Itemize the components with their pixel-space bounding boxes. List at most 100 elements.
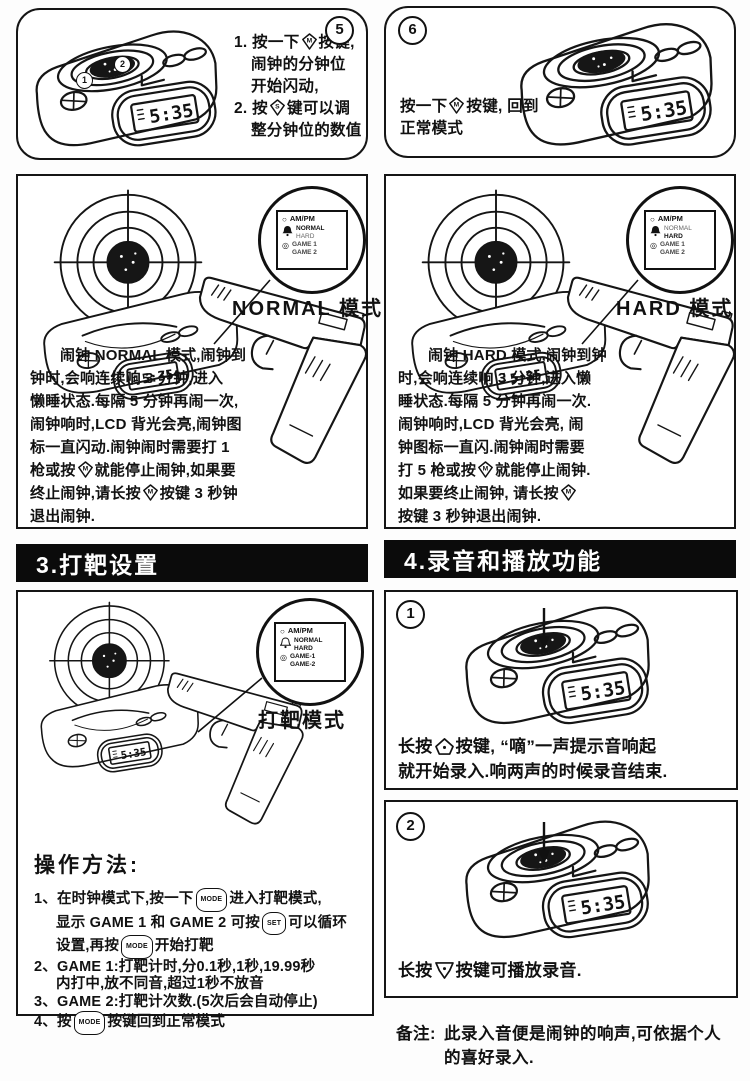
clock-figure: 5:35	[446, 810, 672, 950]
bell-icon	[650, 226, 661, 237]
instruction-line: 时,会响连续响 3 分钟,进入懒	[398, 370, 592, 387]
footnote-line: 此录入音便是闹钟的响声,可依据个人	[444, 1025, 722, 1043]
clock-figure: 5:35	[446, 596, 672, 736]
svg-text:M: M	[306, 37, 312, 44]
instruction-line: 闹钟响时,LCD 背光会亮,闹钟图	[30, 416, 242, 433]
gun-illustration	[198, 276, 368, 464]
game-icon: ◎	[650, 241, 657, 250]
play-step2-box: 2	[384, 800, 738, 998]
svg-text:M: M	[483, 465, 489, 472]
ampm-icon: ○	[280, 627, 285, 636]
footnote: 备注: 此录入音便是闹钟的响声,可依据个人 的喜好录入.	[396, 1022, 740, 1070]
front-face	[96, 733, 163, 773]
instruction-line: 钟图标一直闪.闹钟闹时需要	[398, 439, 585, 456]
instruction-line: 2、GAME 1:打靶计时,分0.1秒,1秒,19.99秒	[34, 958, 316, 975]
normal-mode-description: 闹钟 NORMAL 模式,闹钟到 钟时,会响连续响 3 分钟,进入 懒睡状态.每…	[30, 344, 246, 528]
front-face	[111, 80, 217, 147]
down-key-icon	[434, 962, 454, 979]
top-buttons	[162, 47, 207, 68]
top-buttons	[528, 325, 567, 343]
game1-label: GAME-1	[289, 653, 316, 660]
instruction-line: 按键 3 秒钟退出闹钟.	[398, 508, 542, 525]
instruction-line: 懒睡状态.每隔 5 分钟再闹一次,	[30, 393, 239, 410]
panel-step6: 6	[384, 6, 736, 158]
m-key-icon: M	[449, 97, 465, 114]
alarm-clock-illustration: 5:35	[35, 30, 218, 147]
record-instruction: 长按按键, “嘀”一声提示音响起 就开始录入.响两声的时候录音结束.	[398, 734, 668, 784]
panel-notch	[571, 865, 597, 878]
svg-text:M: M	[454, 101, 460, 108]
top-buttons	[593, 623, 640, 645]
mode-key-icon: MODE	[121, 935, 153, 959]
ampm-label: AM/PM	[289, 214, 315, 223]
instruction-line: 长按按键, “嘀”一声提示音响起	[398, 737, 657, 756]
top-buttons	[160, 325, 199, 343]
mode-key-icon: MODE	[195, 888, 228, 912]
m-key-icon: M	[77, 461, 93, 478]
section4-header: 4.录音和播放功能	[384, 540, 736, 578]
target-mode-figure: 5:35	[20, 594, 306, 874]
mode-title: 打靶模式	[258, 710, 346, 732]
ampm-icon: ○	[282, 215, 287, 224]
pointer-arrow	[538, 608, 550, 650]
front-face	[541, 657, 649, 725]
section4-title: 4.录音和播放功能	[404, 548, 603, 574]
up-key-icon	[434, 738, 454, 755]
lcd-time: 5:35	[509, 368, 543, 388]
top-buttons	[135, 711, 167, 727]
normal-label: NORMAL	[664, 225, 692, 232]
m-key-icon: M	[560, 484, 576, 501]
mode-figure: 5:35	[386, 180, 738, 525]
instruction-line: 开始闪动,	[251, 78, 319, 95]
front-face	[112, 351, 194, 400]
alarm-clock-illustration: 5:35	[465, 606, 650, 725]
svg-text:M: M	[565, 488, 571, 495]
cross-button	[489, 667, 518, 689]
instruction-line: 睡状态.每隔 5 分钟再闹一次.	[398, 393, 592, 410]
hard-mode-description: 闹钟 HARD 模式,闹钟到钟 时,会响连续响 3 分钟,进入懒 睡状态.每隔 …	[398, 344, 607, 528]
ampm-label: AM/PM	[287, 626, 313, 635]
alarm-clock-illustration: 5:35	[465, 820, 650, 939]
section3-title: 3.打靶设置	[36, 552, 160, 578]
instruction-line: 标一直闪动.闹钟闹时需要打 1	[30, 439, 230, 456]
instruction-line: 钟时,会响连续响 3 分钟,进入	[30, 370, 224, 387]
pointer-arrow	[538, 822, 550, 864]
m-key-icon: M	[142, 484, 158, 501]
operation-title: 操作方法:	[34, 854, 140, 877]
game2-label: GAME 2	[659, 248, 685, 256]
instruction-line: 闹钟 NORMAL 模式,闹钟到	[60, 347, 247, 364]
mode-figure: 5:35	[18, 180, 370, 525]
target-clock-gun-illustration: 5:35	[43, 189, 368, 464]
instruction-line: 正常模式	[400, 120, 464, 137]
svg-text:M: M	[147, 488, 153, 495]
target-clock-gun-illustration: 5:35	[40, 601, 304, 825]
step-number-badge: 6	[398, 16, 427, 45]
hard-label: HARD	[664, 232, 683, 240]
hard-label: HARD	[294, 644, 313, 652]
normal-label: NORMAL	[294, 637, 323, 644]
panel-notch	[571, 651, 597, 664]
record-step1-box: 1	[384, 590, 738, 790]
clock-figure: 5:35	[504, 12, 732, 158]
alarm-clock-illustration: 5:35	[520, 23, 713, 146]
normal-label: NORMAL	[296, 225, 325, 232]
mode-title: HARD 模式	[616, 298, 734, 320]
game1-label: GAME 1	[291, 241, 317, 248]
game2-label: GAME 2	[291, 248, 317, 256]
bell-icon	[280, 637, 291, 649]
bell-icon	[282, 226, 293, 237]
m-key-icon: M	[478, 461, 493, 478]
play-instruction: 长按按键可播放录音.	[398, 960, 582, 982]
game2-label: GAME-2	[289, 660, 316, 668]
step-number-badge: 1	[396, 600, 425, 629]
instruction-line: 3、GAME 2:打靶计次数.(5次后会自动停止)	[34, 993, 318, 1010]
